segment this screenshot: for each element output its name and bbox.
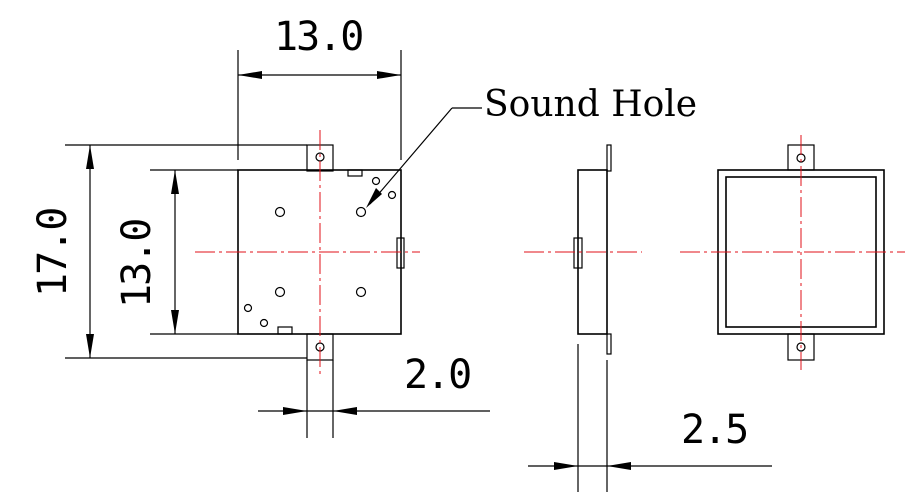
dimension-top-width: 13.0 xyxy=(237,14,402,160)
front-hole-a xyxy=(274,206,286,218)
front-hole-c xyxy=(274,286,286,298)
front-view xyxy=(195,130,420,375)
side-top-tab xyxy=(606,144,612,172)
dimension-top-width-label: 13.0 xyxy=(274,14,362,60)
front-small-hole-1 xyxy=(371,176,381,186)
dimension-tab-width-label: 2.0 xyxy=(404,352,470,398)
dimension-inner-height: 13.0 xyxy=(114,169,238,335)
dimension-outer-height: 17.0 xyxy=(30,144,307,359)
front-side-terminal xyxy=(396,237,405,269)
front-hole-d xyxy=(355,286,367,298)
sound-hole-callout: Sound Hole xyxy=(366,84,697,208)
front-small-hole-2 xyxy=(387,190,397,200)
dimension-inner-height-label: 13.0 xyxy=(114,220,160,308)
back-view xyxy=(680,135,905,370)
side-terminal xyxy=(573,237,583,269)
front-bottom-notch xyxy=(277,326,293,335)
sound-hole-label: Sound Hole xyxy=(484,84,697,125)
dimension-outer-height-label: 17.0 xyxy=(30,209,76,297)
side-bottom-tab xyxy=(606,333,612,355)
side-view xyxy=(524,144,642,355)
dimension-tab-width: 2.0 xyxy=(258,352,490,438)
front-small-hole-4 xyxy=(259,318,269,328)
front-small-hole-3 xyxy=(243,303,253,313)
side-body xyxy=(577,169,608,335)
sound-hole xyxy=(355,206,367,218)
front-top-notch xyxy=(347,169,363,177)
dimension-thickness-label: 2.5 xyxy=(681,407,747,453)
dimension-thickness: 2.5 xyxy=(528,344,772,492)
